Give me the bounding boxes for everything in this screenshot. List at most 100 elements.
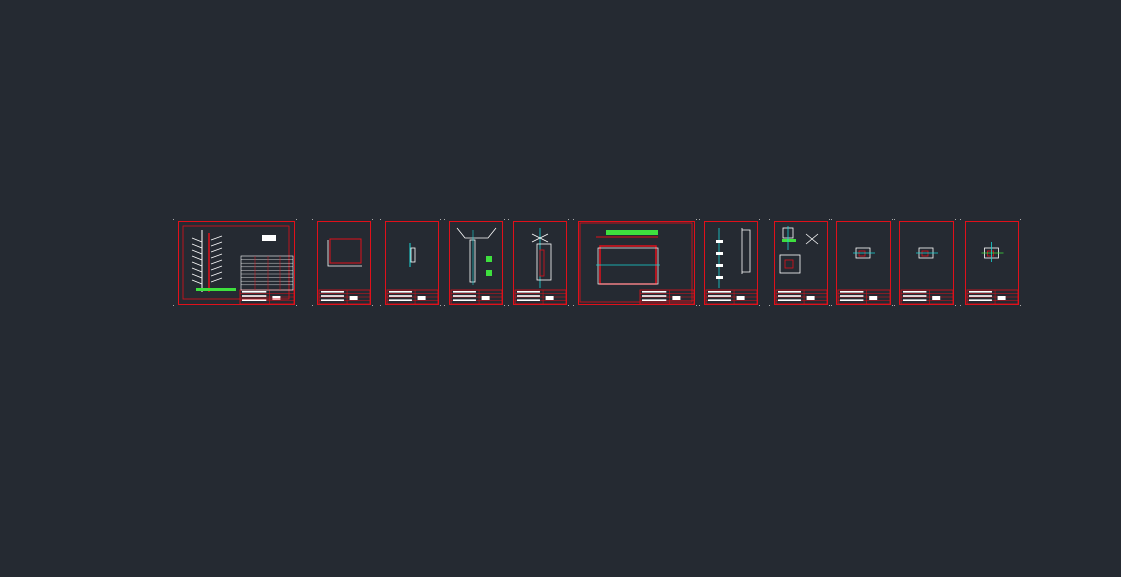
plan-rect-outline: [597, 247, 659, 285]
corner-mark: [440, 219, 441, 220]
sheet-border: [385, 221, 439, 305]
title-block-text: [778, 291, 801, 293]
title-block: [775, 289, 828, 305]
title-block-text: [389, 291, 412, 293]
corner-mark: [955, 219, 956, 220]
corner-mark: [568, 219, 569, 220]
branch-line: [191, 273, 203, 279]
cross-marker: [531, 233, 549, 243]
corner-mark: [1020, 219, 1021, 220]
title-block-text: [969, 291, 992, 293]
title-block-logo: [417, 296, 426, 300]
corner-mark: [699, 219, 700, 220]
title-block-logo: [869, 296, 878, 300]
corner-mark: [296, 305, 297, 306]
branch-line: [210, 277, 223, 283]
bracket: [716, 240, 723, 243]
drawing-sheet-8[interactable]: [769, 219, 830, 306]
inner-frame: [182, 225, 290, 300]
branch-line: [191, 279, 203, 285]
corner-mark: [831, 219, 832, 220]
title-block: [639, 289, 695, 305]
elevation-outline: [536, 243, 552, 281]
title-block-text: [453, 299, 476, 301]
sheet-border: [449, 221, 503, 305]
drawing-sheet-6[interactable]: [573, 219, 697, 306]
corner-mark: [1020, 305, 1021, 306]
drawing-sheet-11[interactable]: [960, 219, 1021, 306]
corner-mark: [312, 219, 313, 220]
corner-mark: [573, 305, 574, 306]
corner-mark: [955, 305, 956, 306]
elevation-inner: [539, 249, 545, 277]
corner-mark: [508, 219, 509, 220]
corner-mark: [312, 305, 313, 306]
drawing-sheet-10[interactable]: [894, 219, 956, 306]
bracket: [716, 252, 723, 255]
title-block: [386, 289, 439, 305]
branch-line: [191, 237, 203, 243]
title-block-text: [517, 299, 540, 301]
branch-line: [191, 255, 203, 261]
title-block-text: [242, 299, 267, 301]
drawing-sheet-3[interactable]: [380, 219, 441, 306]
detail-marker: [486, 270, 492, 276]
wall-elevation: [742, 229, 751, 273]
section-inner: [921, 250, 929, 257]
branch-line: [210, 259, 223, 265]
sheet-geometry: [981, 242, 1004, 262]
section-detail: [410, 247, 416, 263]
corner-mark: [296, 219, 297, 220]
corner-mark: [173, 219, 174, 220]
corner-mark: [960, 219, 961, 220]
corner-mark: [696, 219, 697, 220]
title-block-text: [778, 295, 801, 297]
title-block: [966, 289, 1019, 305]
corner-mark: [444, 305, 445, 306]
drawing-sheet-1[interactable]: [173, 219, 297, 306]
title-block: [900, 289, 954, 305]
corner-mark: [372, 305, 373, 306]
corner-mark: [894, 219, 895, 220]
sheet-geometry: [853, 247, 875, 259]
branch-line: [191, 267, 203, 273]
corner-mark: [769, 219, 770, 220]
title-block-text: [517, 291, 540, 293]
drawing-sheet-9[interactable]: [831, 219, 893, 306]
branch-line: [191, 261, 203, 267]
title-block-logo: [806, 296, 815, 300]
sheet-border: [899, 221, 954, 305]
sheet-border: [317, 221, 371, 305]
title-block-text: [708, 299, 731, 301]
title-block-logo: [672, 296, 681, 300]
detail-b: [779, 254, 801, 274]
drawing-sheet-7[interactable]: [699, 219, 760, 306]
title-block-text: [903, 299, 927, 301]
title-block-text: [642, 295, 667, 297]
sheet-border: [578, 221, 695, 305]
drawing-sheet-5[interactable]: [508, 219, 569, 306]
corner-mark: [508, 305, 509, 306]
corner-mark: [759, 305, 760, 306]
plan-outline: [329, 238, 362, 264]
drawing-sheet-2[interactable]: [312, 219, 373, 306]
title-block-text: [840, 299, 864, 301]
branch-line: [210, 271, 223, 277]
title-block-text: [453, 295, 476, 297]
title-block-logo: [545, 296, 554, 300]
branch-line: [191, 243, 203, 249]
hatched-base: [196, 288, 236, 291]
title-block-logo: [932, 296, 941, 300]
drawing-sheet-4[interactable]: [444, 219, 505, 306]
corner-mark: [894, 305, 895, 306]
bracket: [716, 276, 723, 279]
sheet-geometry: [716, 228, 751, 288]
title-block-logo: [481, 296, 490, 300]
section-top: [456, 227, 497, 239]
cross-detail: [805, 233, 819, 245]
corner-mark: [829, 219, 830, 220]
sheet-geometry: [327, 238, 362, 267]
title-block: [450, 289, 503, 305]
sheet-geometry: [409, 243, 416, 267]
